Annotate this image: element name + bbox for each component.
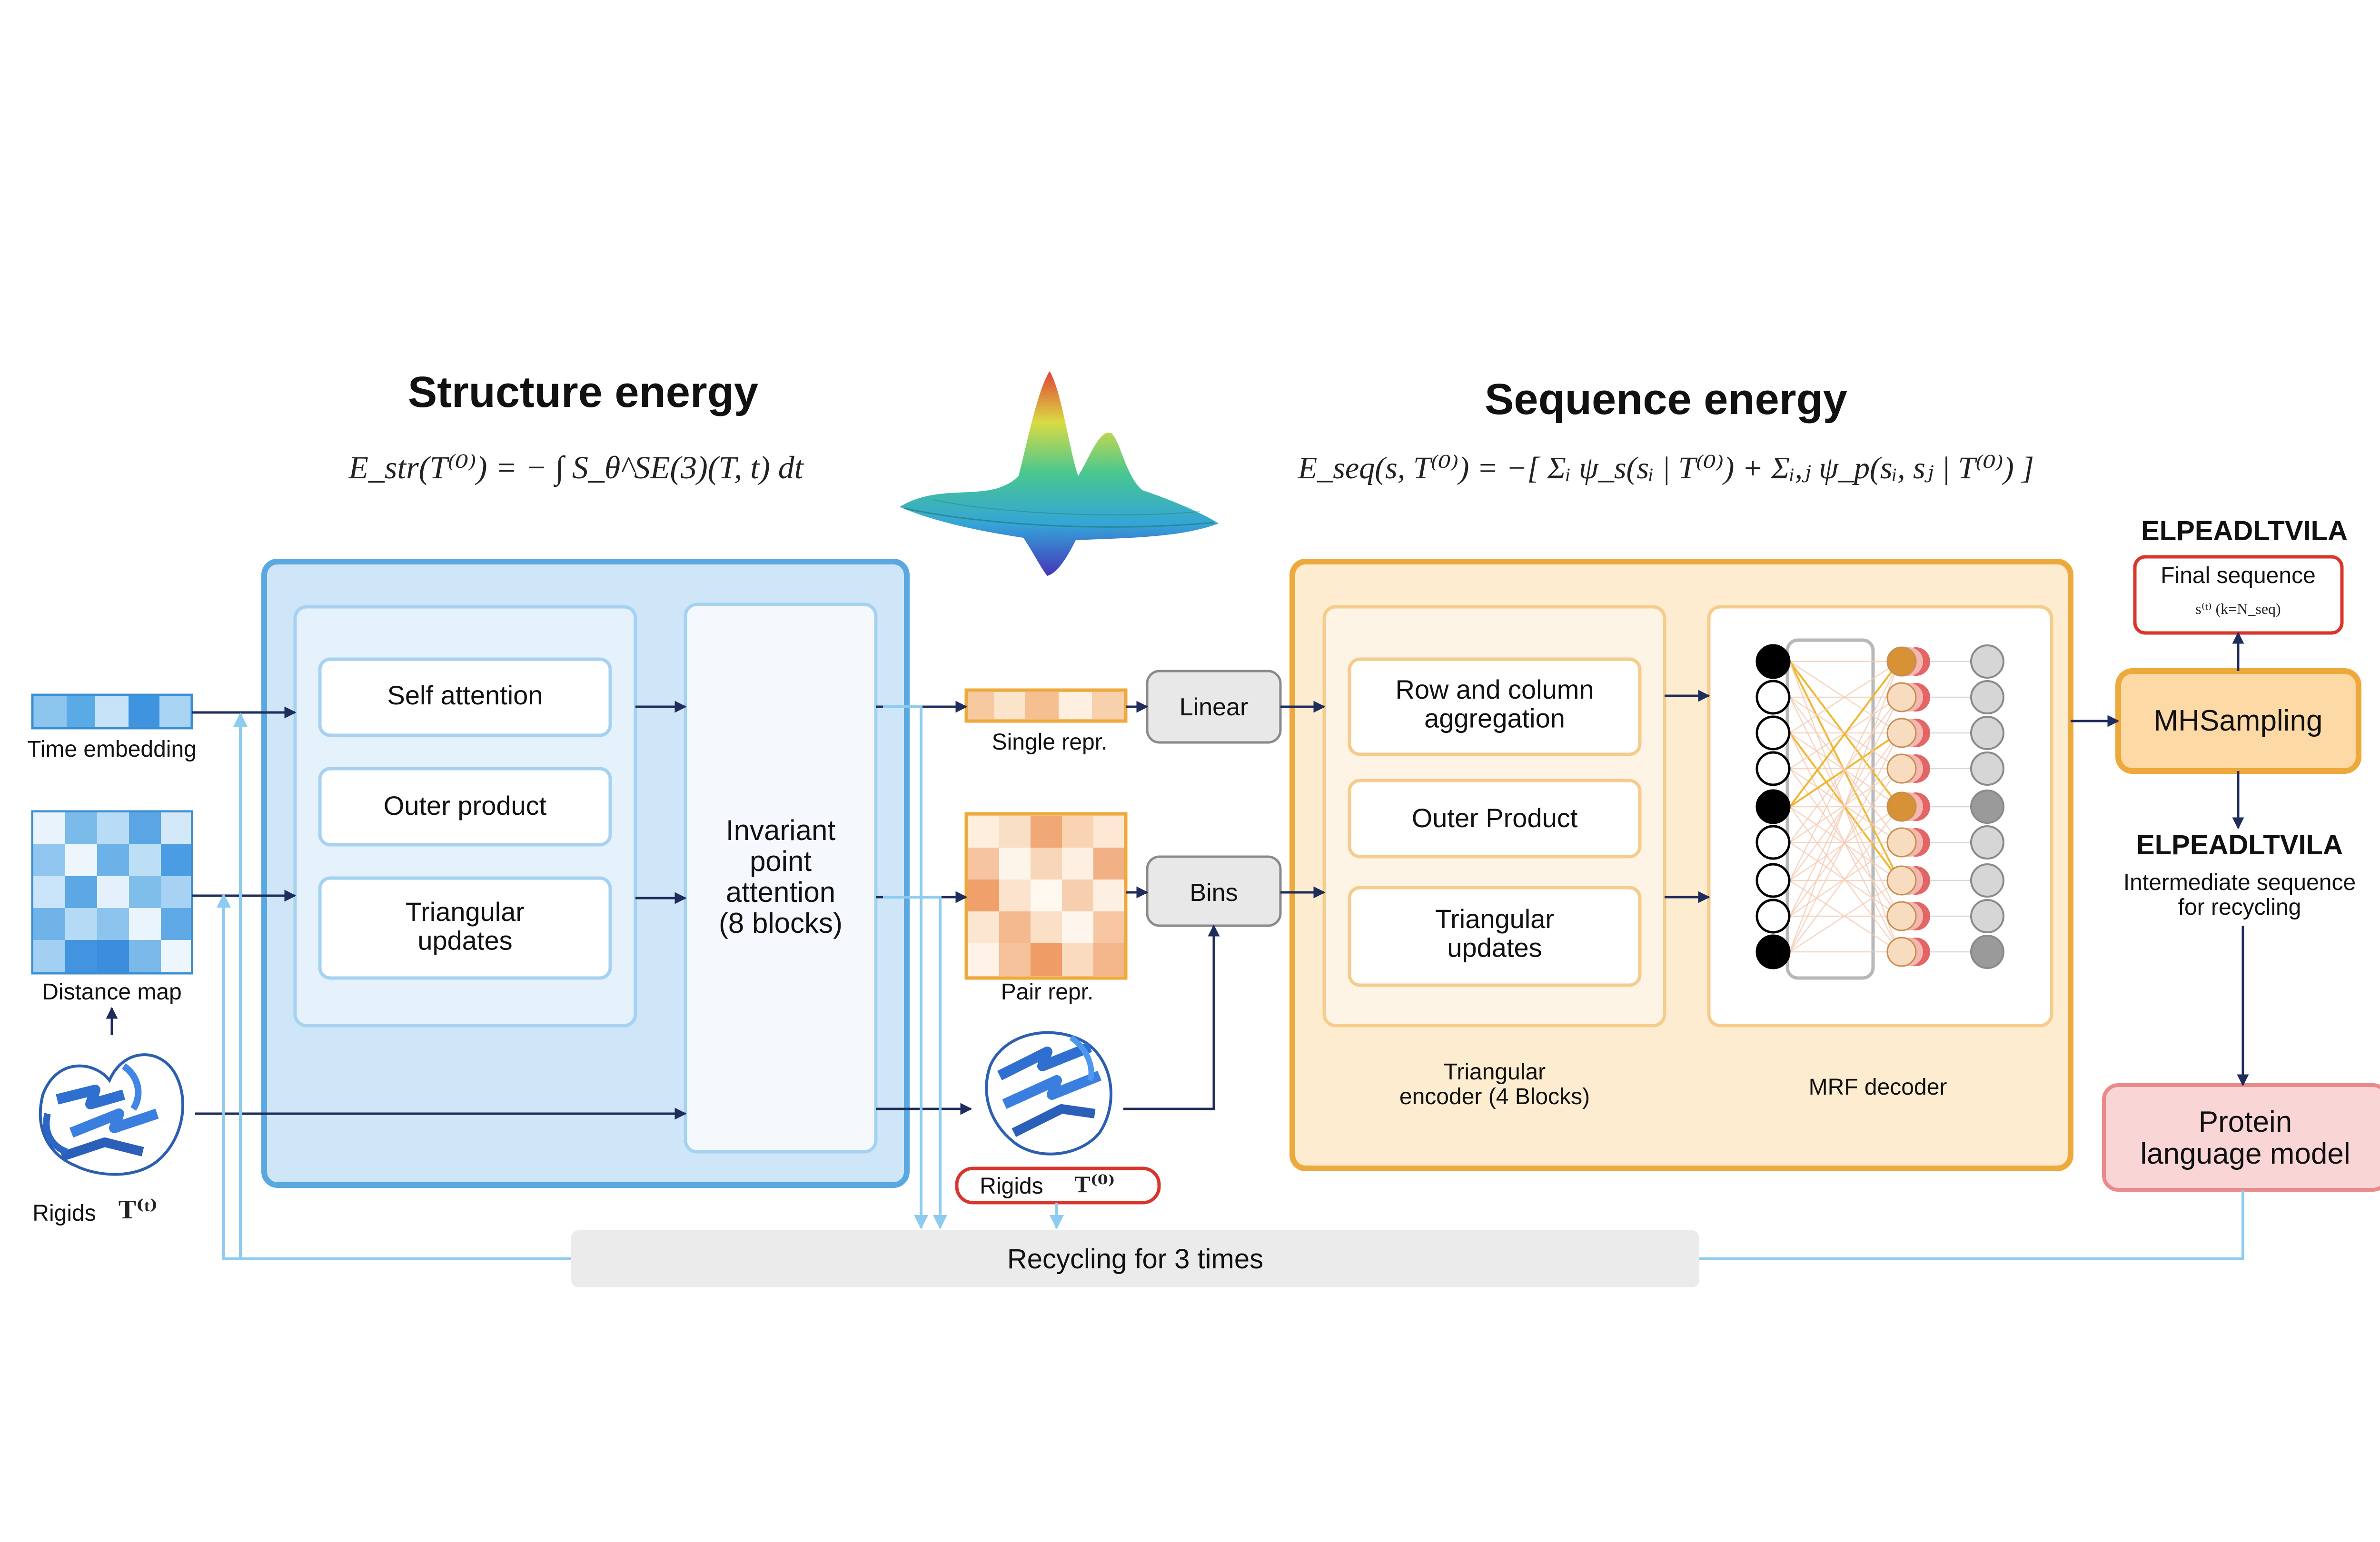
mrf-edge	[1789, 661, 1900, 734]
mrf-node	[1886, 827, 1917, 858]
final-sequence-symbol: s⁽ᵗ⁾ (k=N_seq)	[2195, 600, 2281, 617]
energy-landscape-surface	[900, 371, 1219, 576]
mrf-edge	[1789, 880, 1900, 953]
protein-structure-input	[39, 1053, 185, 1176]
ipa-box	[684, 603, 878, 1154]
mrf-node	[1970, 863, 2004, 898]
mrf-node	[1886, 865, 1917, 896]
mrf-node	[1886, 682, 1917, 712]
mrf-node	[1970, 825, 2004, 860]
mrf-edge	[1789, 661, 1900, 808]
outer-product-box	[318, 767, 612, 847]
mrf-node	[1970, 680, 2004, 714]
rigids-output-label: Rigids	[980, 1174, 1043, 1199]
mrf-node	[1886, 791, 1917, 822]
self-attention-box	[318, 657, 612, 737]
mrf-edge	[1789, 661, 1900, 881]
sequence-energy-formula: E_seq(s, T⁽⁰⁾) = −[ Σᵢ ψ_s(sᵢ | T⁽⁰⁾) + …	[1298, 451, 2034, 485]
mrf-node	[1886, 718, 1917, 748]
mhsampling-label: MHSampling	[2154, 704, 2323, 737]
rigids-input-label: Rigids	[32, 1201, 96, 1226]
structure-energy-title: Structure energy	[408, 368, 758, 416]
mrf-node	[1755, 863, 1791, 898]
structure-energy-formula: E_str(T⁽⁰⁾) = − ∫ S_θ^SE(3)(T, t) dt	[348, 449, 804, 487]
mrf-node	[1970, 790, 2004, 824]
mrf-node	[1755, 715, 1791, 751]
mrf-node	[1970, 899, 2004, 933]
time-embedding-label: Time embedding	[27, 737, 197, 762]
recycling-arrows	[217, 705, 2244, 1260]
outer-product-seq-label: Outer Product	[1412, 803, 1578, 833]
mrf-node	[1886, 937, 1917, 967]
mrf-node	[1755, 789, 1791, 824]
final-sequence-label: Final sequence	[2161, 563, 2316, 588]
protein-structure-output	[985, 1031, 1112, 1156]
mrf-node	[1755, 644, 1791, 679]
mrf-node	[1970, 644, 2004, 679]
sequence-energy-title: Sequence energy	[1485, 375, 1847, 424]
distance-map-label: Distance map	[42, 979, 181, 1005]
mrf-node	[1886, 646, 1917, 677]
final-sequence-text: ELPEADLTVILA	[2141, 515, 2348, 546]
mrf-edge	[1789, 806, 1900, 952]
single-repr-label: Single repr.	[992, 730, 1108, 755]
outer-product-seq-box	[1348, 779, 1642, 859]
mrf-node	[1970, 751, 2004, 786]
row-column-aggregation-box	[1348, 657, 1642, 756]
mrf-node	[1755, 934, 1791, 969]
recycling-bar	[571, 1230, 1699, 1287]
mrf-node	[1755, 751, 1791, 786]
mrf-node	[1970, 935, 2004, 969]
triangular-updates-seq-box	[1348, 886, 1642, 987]
time-embedding-strip	[31, 693, 193, 730]
rigids-output-symbol: T⁽⁰⁾	[1074, 1171, 1115, 1197]
intermediate-sequence-text: ELPEADLTVILA	[2136, 830, 2343, 860]
ipa-line-3: attention	[726, 876, 835, 908]
bins-label: Bins	[1190, 879, 1238, 907]
mrf-edge	[1789, 661, 1900, 952]
outer-product-label: Outer product	[384, 791, 547, 820]
recycling-label: Recycling for 3 times	[1007, 1244, 1263, 1275]
ipa-line-4: (8 blocks)	[719, 907, 843, 939]
linear-label: Linear	[1180, 693, 1249, 721]
single-repr-strip	[964, 688, 1128, 723]
mrf-node	[1886, 901, 1917, 931]
ipa-line-1: Invariant	[726, 814, 835, 846]
mrf-graph	[1755, 638, 2004, 980]
triangular-updates-box	[318, 876, 612, 980]
mrf-node	[1755, 899, 1791, 934]
self-attention-label: Self attention	[387, 680, 543, 710]
mrf-node	[1886, 753, 1917, 784]
pair-repr-grid	[964, 812, 1128, 980]
mrf-node	[1970, 716, 2004, 750]
ipa-line-2: point	[750, 845, 812, 877]
rigids-input-symbol: T⁽ᵗ⁾	[119, 1195, 158, 1225]
mrf-node	[1755, 825, 1791, 860]
distance-map-grid	[31, 810, 193, 975]
mrf-edge	[1789, 732, 1900, 952]
mrf-node	[1755, 680, 1791, 715]
pair-repr-label: Pair repr.	[1001, 979, 1094, 1005]
mrf-decoder-caption: MRF decoder	[1809, 1075, 1947, 1100]
